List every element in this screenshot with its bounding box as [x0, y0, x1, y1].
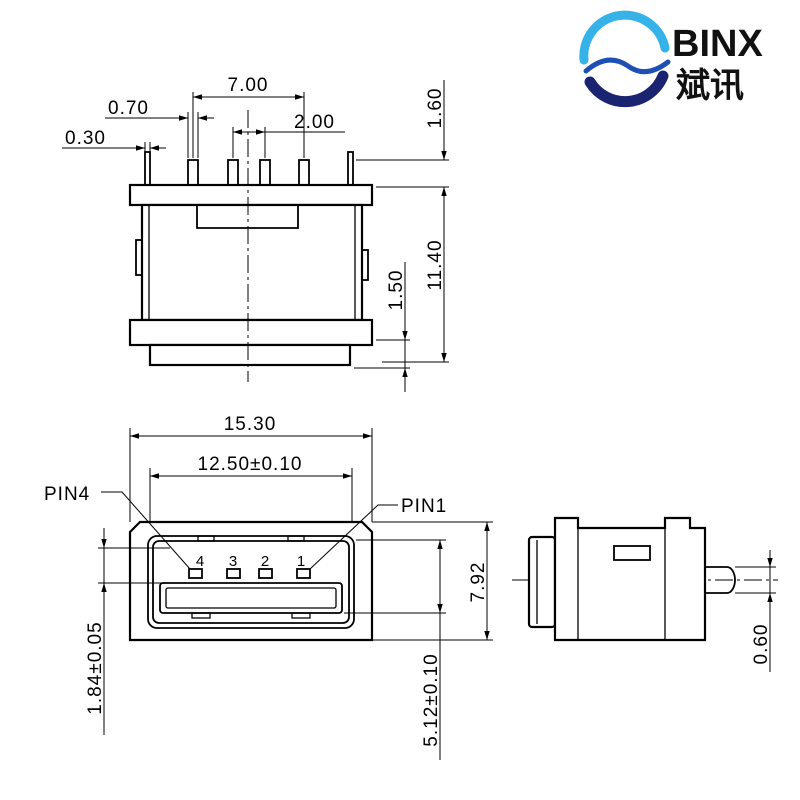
- side-window: [613, 545, 651, 561]
- front-view: 7.00 0.70 0.30 2.00 1.60 11.40 1.50: [62, 75, 449, 392]
- main-body: [140, 203, 364, 322]
- logo-swirl-lower: [584, 70, 669, 108]
- receptacle-opening-inner: [152, 540, 350, 624]
- pin1-label: PIN1: [401, 496, 447, 517]
- side-view: 0.60: [512, 516, 778, 672]
- logo-name-en: BINX: [672, 23, 763, 65]
- face-flange: [128, 520, 374, 642]
- side-pin: [705, 566, 736, 594]
- side-pin-right: [347, 151, 354, 187]
- pin4-label: PIN4: [44, 484, 90, 505]
- pin4-leader: [101, 491, 191, 570]
- receptacle-opening-outer: [147, 535, 355, 629]
- logo-swirl-upper: [579, 10, 670, 65]
- contact-tongue-outer: [159, 582, 343, 614]
- brand-logo: BINX 斌讯: [579, 10, 763, 108]
- pin-4: [187, 159, 199, 187]
- face-view: 15.30 12.50±0.10 4 3 2 1 PIN4 PIN1: [44, 414, 493, 760]
- dim-flange-height: 7.92: [468, 562, 489, 603]
- contact-pin-1: [296, 568, 311, 579]
- dim-pin-height: 1.60: [425, 88, 446, 129]
- dim-body-height: 11.40: [425, 239, 446, 290]
- lower-flange: [128, 318, 374, 347]
- dim-base-height: 1.50: [386, 270, 407, 311]
- pin1-leader: [309, 504, 398, 570]
- pin-1: [298, 159, 310, 187]
- dim-opening-height: 5.12±0.10: [421, 653, 442, 746]
- bottom-base: [148, 343, 352, 367]
- pin-number-3: 3: [229, 553, 237, 570]
- pin-number-2: 2: [261, 553, 269, 570]
- dim-opening-width: 12.50±0.10: [198, 454, 303, 475]
- pin-3: [227, 159, 239, 187]
- contact-pin-4: [188, 568, 203, 579]
- tongue-bump-left: [191, 612, 211, 619]
- logo-swirl-middle: [583, 57, 671, 75]
- tongue-bump-right: [291, 612, 311, 619]
- dim-pin-width: 0.70: [108, 98, 149, 119]
- side-tab-right: [361, 249, 369, 281]
- dim-side-pin-width: 0.30: [65, 128, 106, 149]
- pin-number-1: 1: [297, 553, 305, 570]
- pin-number-4: 4: [196, 553, 204, 570]
- dim-pin-span: 7.00: [228, 75, 269, 96]
- opening-notch-left: [197, 535, 215, 542]
- side-pin-left: [144, 151, 151, 187]
- top-flange: [128, 183, 374, 207]
- side-front-shell: [527, 535, 557, 629]
- side-body: [553, 516, 707, 642]
- contact-pin-3: [226, 568, 241, 579]
- pin-2: [259, 159, 271, 187]
- dim-overall-width: 15.30: [224, 414, 277, 435]
- dim-pin-thickness: 0.60: [751, 624, 772, 665]
- side-tab-left: [135, 239, 143, 276]
- contact-tongue-inner: [165, 587, 337, 609]
- logo-name-cn: 斌讯: [676, 66, 744, 106]
- contact-pin-2: [258, 568, 273, 579]
- dim-pin-pitch: 2.00: [294, 112, 335, 133]
- dim-tongue-offset: 1.84±0.05: [85, 621, 106, 714]
- opening-notch-right: [287, 535, 305, 542]
